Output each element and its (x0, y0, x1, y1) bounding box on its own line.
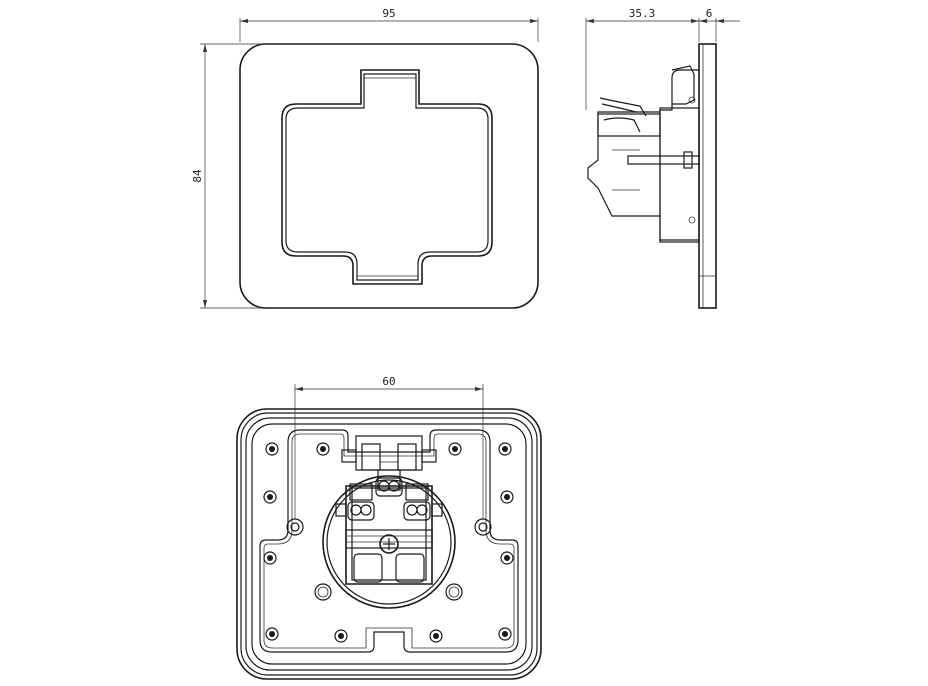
round-hole (445, 583, 463, 601)
mounting-hole-left (286, 518, 304, 536)
screw-hole (265, 442, 279, 456)
mounting-hole-right (474, 518, 492, 536)
side-depth-dimension: 35.3 6 (585, 7, 740, 110)
screw-hole (263, 551, 277, 565)
side-insert-terminal (597, 113, 661, 137)
side-wire-1 (599, 97, 647, 117)
side-view: 35.3 6 (585, 7, 740, 309)
front-lid-inner-outline (285, 73, 489, 281)
screw-hole (334, 629, 348, 643)
rear-plate-outline (236, 408, 542, 680)
side-thickness-label: 6 (706, 7, 713, 20)
front-width-dimension: 95 (239, 7, 539, 42)
rear-inner-contour (259, 429, 519, 653)
side-wire-2 (601, 103, 637, 113)
screw-hole (498, 442, 512, 456)
rear-socket-insert (335, 469, 443, 585)
rear-view: 60 (236, 375, 542, 680)
front-height-dimension: 84 (191, 43, 262, 309)
rear-socket-ring (322, 475, 456, 609)
center-screw (379, 534, 399, 554)
terminal-right (403, 483, 431, 521)
front-width-label: 95 (382, 7, 395, 20)
rear-spacing-dimension: 60 (294, 375, 484, 519)
side-plate (698, 43, 717, 309)
screw-hole (500, 490, 514, 504)
front-lid-outline (281, 69, 493, 285)
round-hole (314, 583, 332, 601)
front-height-label: 84 (191, 169, 204, 183)
screw-hole (498, 627, 512, 641)
side-latch (671, 65, 695, 105)
side-wire-3 (603, 117, 641, 133)
screw-hole (448, 442, 462, 456)
terminal-center (375, 469, 403, 497)
screw-hole (263, 490, 277, 504)
side-pin (627, 155, 700, 165)
screw-hole (265, 627, 279, 641)
terminal-left (347, 483, 375, 521)
rear-hinge (341, 435, 437, 471)
screw-hole (500, 551, 514, 565)
side-depth-label: 35.3 (629, 7, 656, 20)
front-plate-outline (239, 43, 539, 309)
side-body (659, 69, 699, 241)
screw-hole (316, 442, 330, 456)
side-body-box (659, 107, 700, 243)
front-view: 95 84 (191, 7, 539, 309)
rear-screw-holes (263, 442, 514, 643)
screw-hole (429, 629, 443, 643)
rear-spacing-label: 60 (382, 375, 395, 388)
